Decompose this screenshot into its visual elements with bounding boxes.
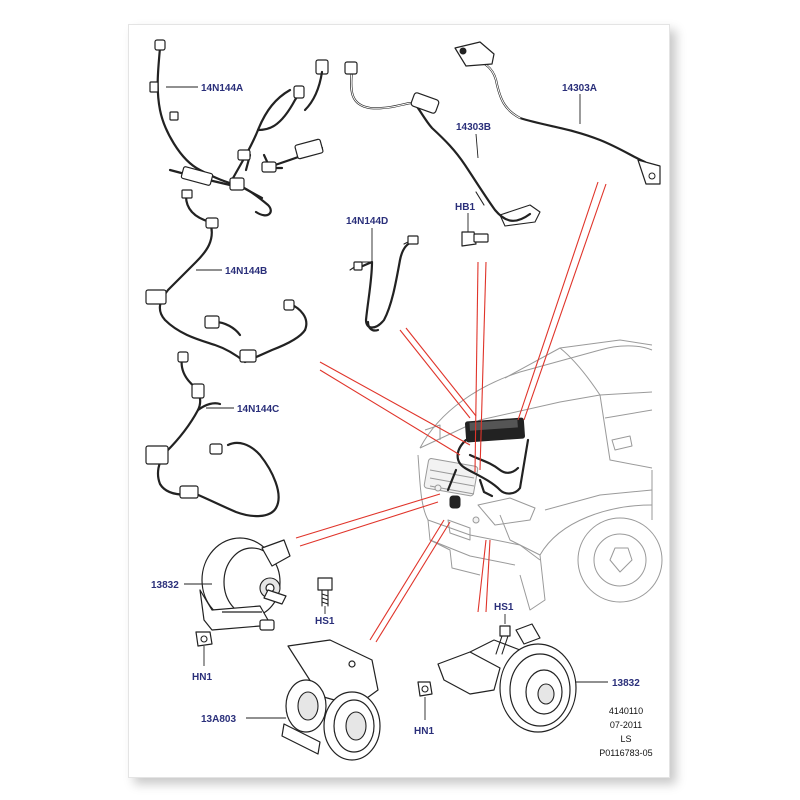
- harness-14n144c: [145, 351, 280, 518]
- screw-hs1-left: [317, 577, 333, 607]
- nut-hn1-left: [195, 631, 213, 647]
- label-13832-left: 13832: [151, 580, 179, 591]
- screw-hs1-right: [495, 625, 511, 655]
- diagram-plate: [128, 24, 670, 778]
- horn-left-13832: [199, 537, 291, 631]
- callout-lines: [295, 181, 607, 643]
- label-hn1-left: HN1: [192, 672, 212, 683]
- battery-cable-14303b: [344, 61, 541, 227]
- horn-pair-13a803: [281, 639, 381, 761]
- horn-right-13832: [437, 623, 577, 733]
- drawing-stamp: 4140110 07-2011 LS P0116783-05: [599, 706, 652, 758]
- vehicle-illustration: [417, 339, 663, 611]
- harness-14n144d: [349, 235, 419, 332]
- stamp-reference: P0116783-05: [599, 748, 652, 758]
- battery-cable-14303a: [454, 41, 661, 185]
- bolt-hb1: [461, 231, 489, 247]
- label-hs1-right: HS1: [494, 602, 514, 613]
- label-hn1-right: HN1: [414, 726, 434, 737]
- label-hs1-left: HS1: [315, 616, 335, 627]
- stamp-code: 4140110: [609, 706, 643, 716]
- label-hb1: HB1: [455, 202, 475, 213]
- harness-14n144a: [149, 39, 329, 217]
- nut-hn1-right: [417, 681, 433, 697]
- label-13832-right: 13832: [612, 678, 640, 689]
- label-14303b: 14303B: [456, 122, 491, 133]
- label-14n144b: 14N144B: [225, 266, 267, 277]
- harness-14n144b: [145, 189, 308, 364]
- part-labels: 14N144A 14N144B 14N144C 14N144D 14303A 1…: [151, 83, 640, 737]
- label-14n144d: 14N144D: [346, 216, 388, 227]
- label-14n144a: 14N144A: [201, 83, 243, 94]
- label-13a803: 13A803: [201, 714, 236, 725]
- stamp-initials: LS: [620, 734, 631, 744]
- label-14303a: 14303A: [562, 83, 597, 94]
- label-leaders: [166, 86, 608, 720]
- label-14n144c: 14N144C: [237, 404, 279, 415]
- stamp-date: 07-2011: [610, 720, 642, 730]
